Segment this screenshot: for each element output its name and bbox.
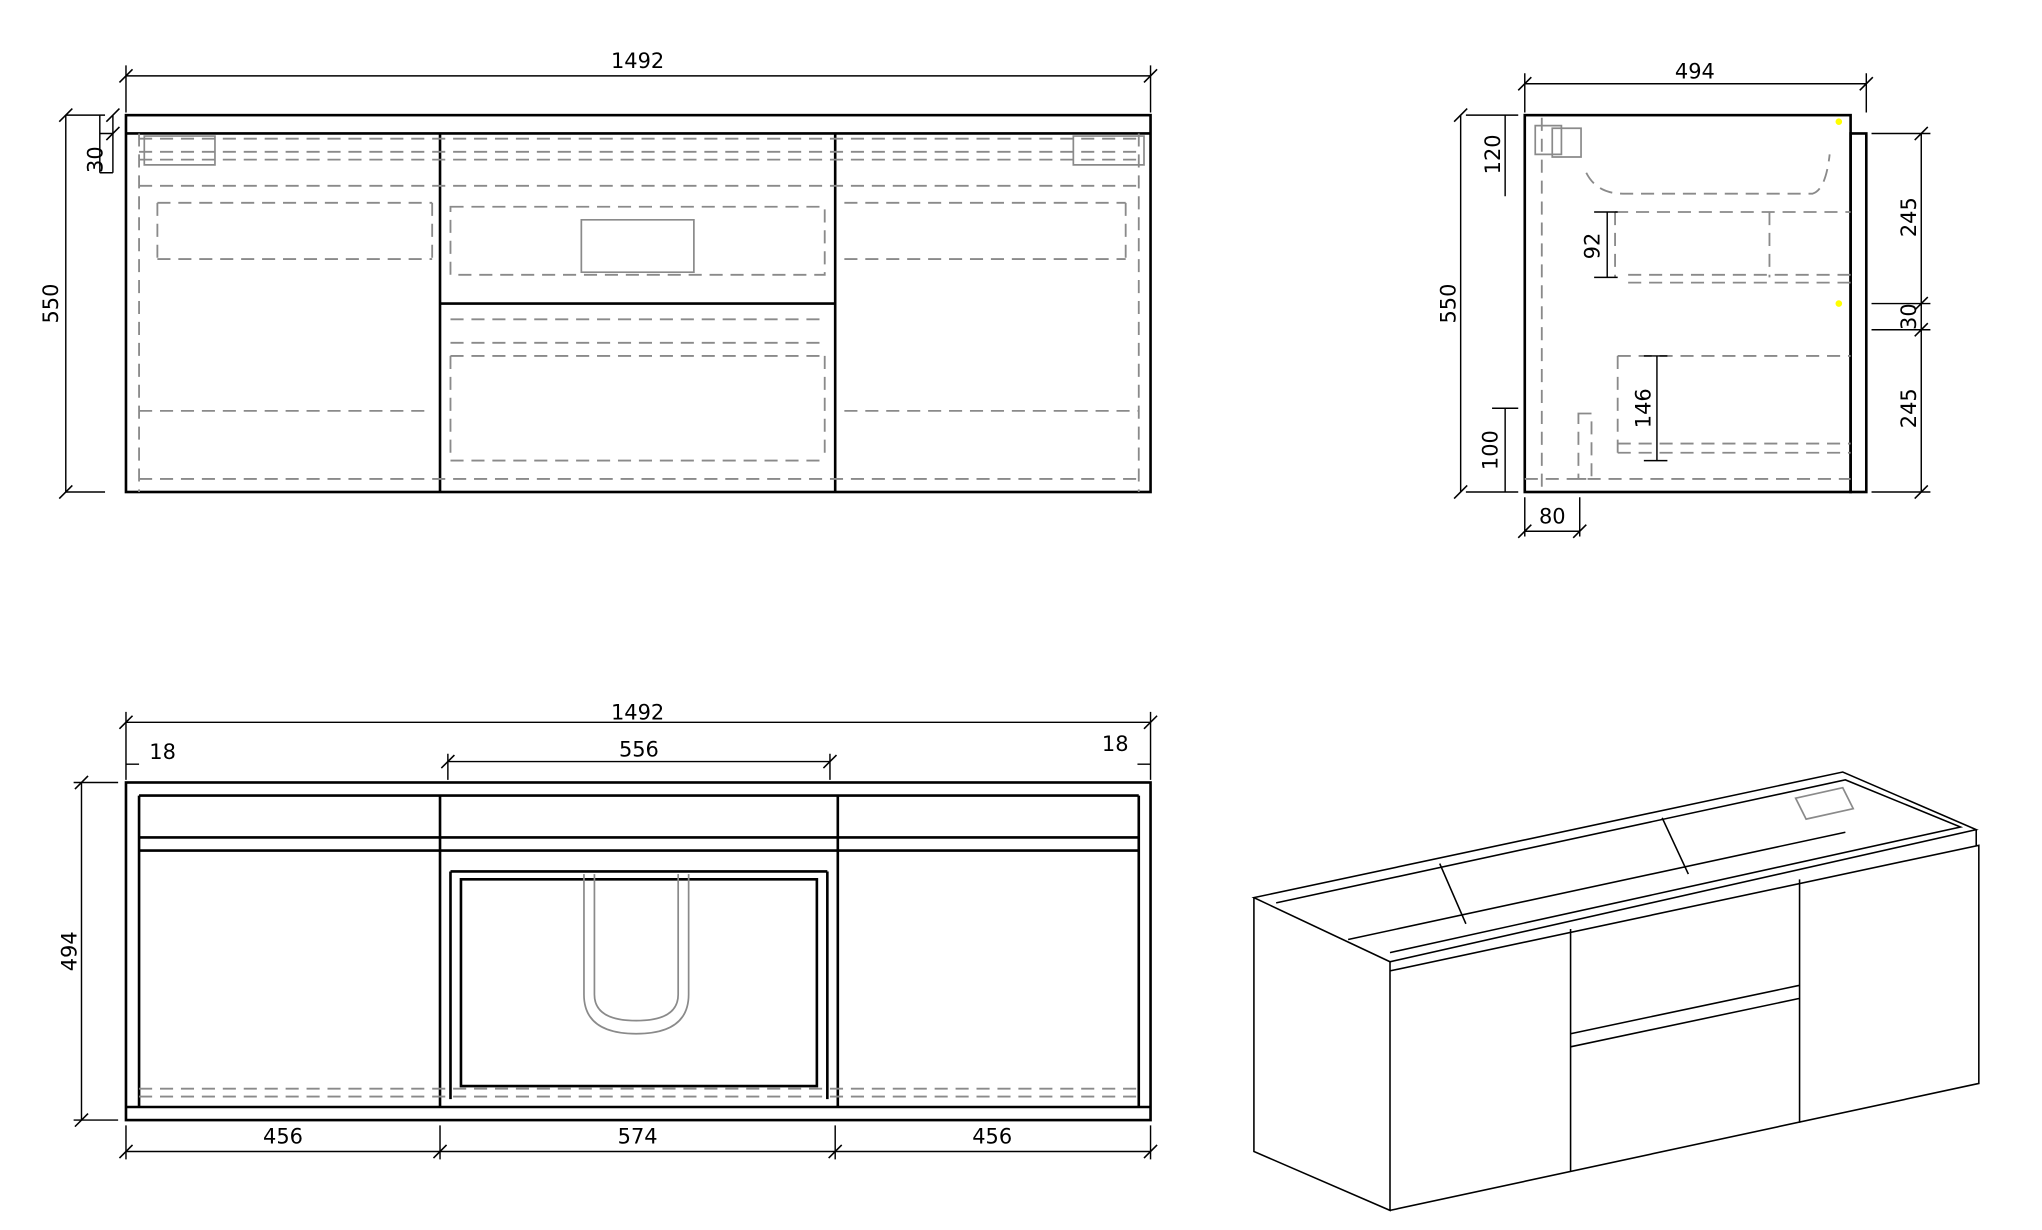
dim-side-drawer-inner-lower: 146 <box>1631 388 1655 428</box>
side-view: 494 550 120 245 30 245 92 146 100 80 <box>1436 60 1931 539</box>
dim-side-drawer-upper: 245 <box>1897 197 1921 237</box>
dim-side-drawer-inner-upper: 92 <box>1580 233 1604 260</box>
dim-side-drawer-lower: 245 <box>1897 388 1921 428</box>
dim-side-height: 550 <box>1436 284 1460 324</box>
dim-plan-width: 1492 <box>611 701 664 725</box>
dim-plan-center-opening: 556 <box>619 737 659 761</box>
plan-dimensions: 1492 18 556 18 494 456 574 456 <box>57 701 1158 1160</box>
dim-front-width: 1492 <box>611 49 664 73</box>
dim-plan-center-section: 574 <box>618 1125 658 1149</box>
dim-plan-side-right: 18 <box>1102 732 1129 756</box>
dim-side-plinth-height: 100 <box>1478 430 1502 470</box>
front-view: 1492 550 30 <box>39 49 1158 500</box>
dim-plan-left-section: 456 <box>263 1125 303 1149</box>
isometric-view <box>1251 771 1980 1212</box>
dim-side-rail: 30 <box>1897 303 1921 330</box>
dim-plan-depth: 494 <box>57 931 81 971</box>
dim-side-plinth-depth: 80 <box>1539 504 1566 528</box>
dim-side-top-offset: 120 <box>1481 134 1505 174</box>
dim-plan-side-left: 18 <box>149 740 176 764</box>
dim-side-depth: 494 <box>1675 60 1715 84</box>
dim-front-height: 550 <box>39 284 63 324</box>
side-dimensions: 494 550 120 245 30 245 92 146 100 80 <box>1436 60 1931 539</box>
dim-plan-right-section: 456 <box>972 1125 1012 1149</box>
front-dimensions: 1492 550 30 <box>39 49 1158 500</box>
dim-front-top: 30 <box>83 146 107 173</box>
plan-view: 1492 18 556 18 494 456 574 456 <box>57 701 1158 1160</box>
